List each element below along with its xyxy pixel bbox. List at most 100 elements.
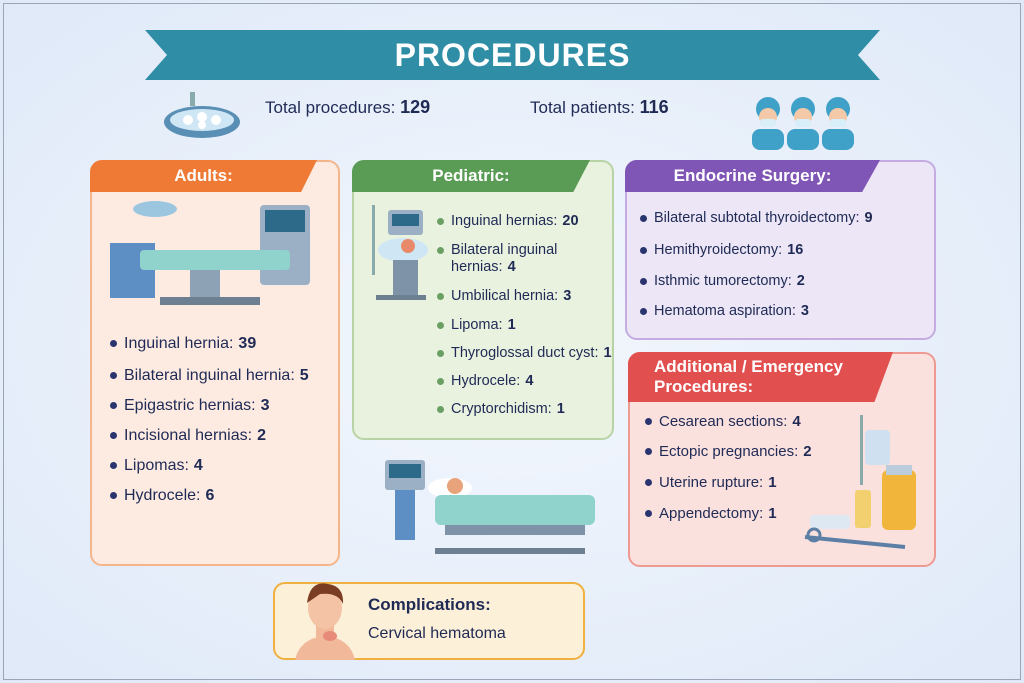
page-title: PROCEDURES [145,30,880,80]
item-text: Bilateral subtotal thyroidectomy:9 [654,210,873,227]
pediatric-list-item: Hydrocele:4 [437,373,533,390]
bullet-icon [110,462,117,469]
infant-incubator-illustration [372,205,428,300]
endocrine-card: Endocrine Surgery: [625,160,936,340]
item-label: Uterine rupture: [659,474,764,491]
item-label: Inguinal hernias: [451,213,558,229]
adults-list-item: Bilateral inguinal hernia:5 [110,367,309,384]
item-text: Inguinal hernia:39 [124,335,256,352]
item-label: Cryptorchidism: [451,401,552,417]
item-value: 4 [792,413,801,430]
total-procedures: Total procedures: 129 [265,97,430,118]
item-text: Uterine rupture:1 [659,474,777,491]
adults-list-item: Inguinal hernia:39 [110,335,256,352]
bullet-icon [437,350,444,357]
item-label: Hydrocele: [451,373,521,389]
total-patients-value: 116 [639,97,669,117]
adults-list-item: Lipomas:4 [110,457,203,474]
item-text: Umbilical hernia:3 [451,288,571,305]
item-value: 1 [768,474,777,491]
adults-title: Adults: [90,160,317,192]
item-value: 3 [260,397,270,414]
item-value: 2 [803,443,812,460]
item-label: Bilateral inguinal hernias: [451,242,558,275]
bullet-icon [437,247,444,254]
item-label: Lipomas: [124,457,189,474]
bullet-icon [645,418,652,425]
additional-list-item: Ectopic pregnancies:2 [645,443,812,460]
item-text: Inguinal hernias:20 [451,213,579,230]
item-text: Ectopic pregnancies:2 [659,443,812,460]
complications-text: Cervical hematoma [368,625,506,642]
item-value: 3 [800,303,809,319]
item-text: Thyroglossal duct cyst:1 [451,345,612,362]
item-text: Appendectomy:1 [659,505,777,522]
bullet-icon [437,322,444,329]
item-value: 16 [787,242,804,258]
bullet-icon [640,308,647,315]
pediatric-list-item: Cryptorchidism:1 [437,401,565,418]
item-text: Bilateral inguinal hernia:5 [124,367,309,384]
item-label: Inguinal hernia: [124,335,234,352]
item-text: Incisional hernias:2 [124,427,266,444]
bullet-icon [110,372,117,379]
item-value: 20 [562,213,579,229]
item-text: Hemithyroidectomy:16 [654,242,803,259]
bullet-icon [437,293,444,300]
item-text: Cesarean sections:4 [659,413,801,430]
medical-supplies-illustration [804,415,916,549]
total-procedures-value: 129 [400,97,431,117]
item-label: Umbilical hernia: [451,288,559,304]
bullet-icon [437,218,444,225]
item-label: Hemithyroidectomy: [654,242,783,258]
total-patients: Total patients: 116 [530,97,669,118]
item-value: 39 [238,335,257,352]
item-value: 2 [257,427,266,444]
pediatric-list-item: Bilateral inguinal hernias:4 [437,242,587,276]
bullet-icon [640,278,647,285]
bullet-icon [640,215,647,222]
frame [3,3,1021,680]
bullet-icon [110,432,117,439]
bullet-icon [437,406,444,413]
patient-bed-illustration [385,460,595,554]
item-label: Bilateral inguinal hernia: [124,367,295,384]
adults-list-item: Incisional hernias:2 [110,427,266,444]
additional-list-item: Appendectomy:1 [645,505,777,522]
additional-card: Additional / Emergency Procedures: [628,352,936,567]
endocrine-list-item: Hematoma aspiration:3 [640,303,809,320]
item-text: Lipomas:4 [124,457,203,474]
item-value: 6 [205,487,215,504]
item-label: Epigastric hernias: [124,397,256,414]
item-label: Isthmic tumorectomy: [654,273,792,289]
item-value: 4 [507,259,516,275]
item-label: Incisional hernias: [124,427,253,444]
bullet-icon [110,402,117,409]
item-label: Hydrocele: [124,487,201,504]
item-value: 1 [768,505,777,522]
item-value: 1 [556,401,565,417]
item-value: 4 [525,373,534,389]
item-label: Cesarean sections: [659,413,788,430]
pediatric-card: Pediatric: [352,160,614,440]
item-value: 2 [796,273,805,289]
bullet-icon [110,340,117,347]
bullet-icon [110,492,117,499]
item-text: Hematoma aspiration:3 [654,303,809,320]
item-value: 5 [299,367,309,384]
item-text: Lipoma:1 [451,317,516,334]
item-label: Bilateral subtotal thyroidectomy: [654,210,860,226]
endocrine-list-item: Bilateral subtotal thyroidectomy:9 [640,210,873,227]
item-value: 9 [864,210,873,226]
patient-neck-illustration [295,583,355,660]
item-label: Ectopic pregnancies: [659,443,799,460]
item-value: 4 [193,457,203,474]
item-label: Lipoma: [451,317,503,333]
complications-title: Complications: [368,595,491,614]
pediatric-list-item: Thyroglossal duct cyst:1 [437,345,612,362]
bullet-icon [645,510,652,517]
pediatric-list-item: Umbilical hernia:3 [437,288,571,305]
pediatric-list-item: Inguinal hernias:20 [437,213,579,230]
item-label: Hematoma aspiration: [654,303,796,319]
bullet-icon [645,448,652,455]
